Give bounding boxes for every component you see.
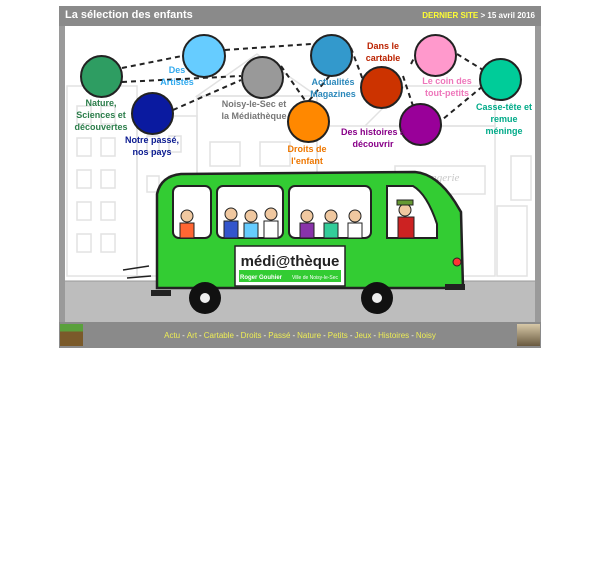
bubble-label-petits[interactable]: Le coin des tout-petits (422, 76, 472, 98)
bubble-label-noisy[interactable]: Noisy-le-Sec et la Médiathèque (221, 99, 287, 121)
bubble-passe[interactable] (131, 92, 174, 135)
nav-link-7[interactable]: Jeux (354, 331, 372, 340)
nav-link-0[interactable]: Actu (164, 331, 181, 340)
nav-separator: - (182, 331, 185, 340)
nav-link-5[interactable]: Nature (297, 331, 322, 340)
nav-separator: - (349, 331, 353, 340)
nav-link-8[interactable]: Histoires (378, 331, 410, 340)
bubble-label-artistes[interactable]: Des Artistes (160, 65, 194, 87)
page-frame: La sélection des enfants DERNIER SITE > … (59, 6, 541, 348)
scene: Boulangerie (65, 26, 535, 322)
grass-block-icon[interactable] (60, 324, 83, 346)
bubble-histoires[interactable] (399, 103, 442, 146)
nav-separator: - (292, 331, 296, 340)
bubble-droits[interactable] (287, 100, 330, 143)
nav-link-9[interactable]: Noisy (415, 331, 436, 340)
nav-link-1[interactable]: Art (186, 331, 198, 340)
last-site[interactable]: DERNIER SITE > 15 avril 2016 (422, 11, 535, 20)
page-title: La sélection des enfants (65, 9, 193, 21)
nav-separator: - (411, 331, 414, 340)
footer-bar: Actu-Art-Cartable-Droits-Passé-Nature-Pe… (59, 322, 541, 348)
bubble-label-histoires[interactable]: Des histoires à découvrir (340, 127, 406, 149)
nav-separator: - (373, 331, 377, 340)
nav-separator: - (199, 331, 202, 340)
nav-separator: - (263, 331, 267, 340)
bus-illustration: Boulangerie (65, 43, 535, 322)
footer-nav: Actu-Art-Cartable-Droits-Passé-Nature-Pe… (59, 331, 541, 340)
green-bus: médi@thèque Roger Gouhier Ville de Noisy… (122, 170, 465, 314)
header-bar: La sélection des enfants DERNIER SITE > … (59, 6, 541, 26)
bus-sign-name: Roger Gouhier (240, 275, 283, 281)
last-site-separator: > (480, 11, 486, 20)
bubble-cassetete[interactable] (479, 58, 522, 101)
bubble-noisy[interactable] (241, 56, 284, 99)
nav-separator: - (235, 331, 239, 340)
nav-separator: - (323, 331, 326, 340)
passengers (179, 199, 415, 239)
bubble-nature[interactable] (80, 55, 123, 98)
bubble-label-passe[interactable]: Notre passé, nos pays (124, 135, 180, 157)
bubble-label-cartable[interactable]: Dans le cartable (365, 41, 401, 63)
nav-link-6[interactable]: Petits (327, 331, 348, 340)
bubble-label-actualites[interactable]: Actualités Magazines (310, 77, 356, 99)
bubble-artistes[interactable] (182, 34, 226, 78)
bubble-petits[interactable] (414, 34, 457, 77)
bubble-label-nature[interactable]: Nature, Sciences et découvertes (74, 98, 128, 132)
last-site-label[interactable]: DERNIER SITE (422, 11, 479, 20)
nav-link-3[interactable]: Droits (240, 331, 262, 340)
nav-link-2[interactable]: Cartable (203, 331, 234, 340)
last-site-date: 15 avril 2016 (487, 11, 535, 20)
bubble-label-droits[interactable]: Droits de l'enfant (287, 144, 327, 166)
bus-sign-sub: Ville de Noisy-le-Sec (292, 275, 339, 281)
nav-link-4[interactable]: Passé (268, 331, 291, 340)
bubble-label-cassetete[interactable]: Casse-tête et remue méninge (475, 102, 533, 136)
bus-sign-title: médi@thèque (241, 253, 340, 270)
room-thumbnail-icon[interactable] (517, 324, 540, 346)
bubble-cartable[interactable] (360, 66, 403, 109)
bubble-actualites[interactable] (310, 34, 353, 77)
